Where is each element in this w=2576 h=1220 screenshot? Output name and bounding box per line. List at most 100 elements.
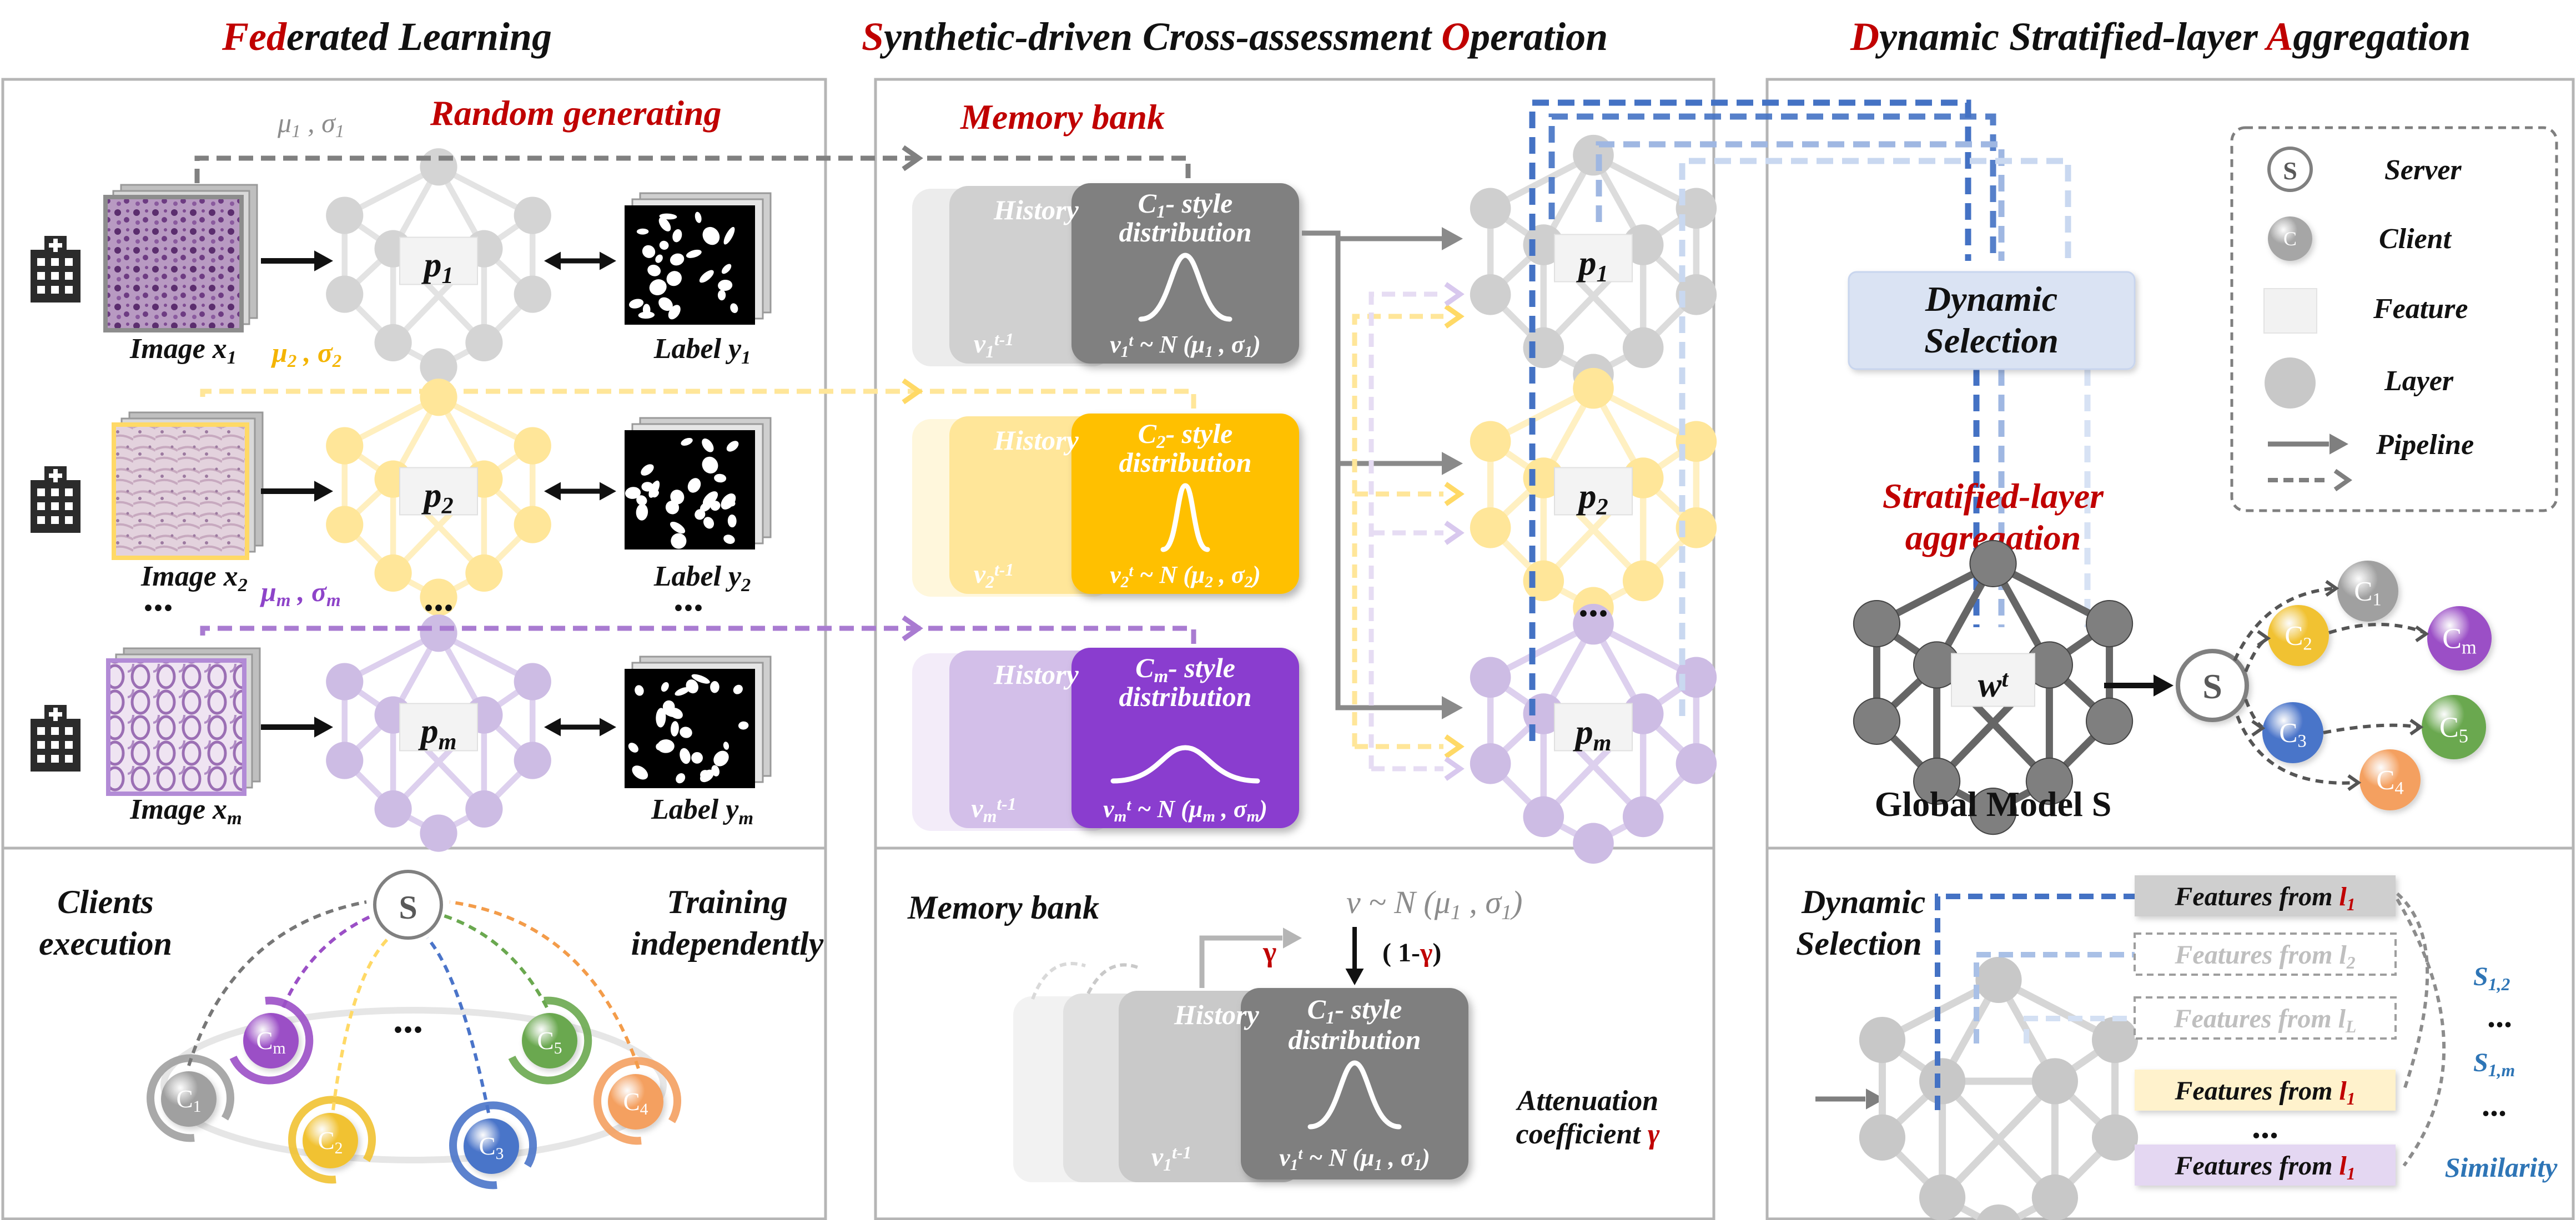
mask-blob: [670, 253, 685, 266]
arrow-head: [1442, 452, 1463, 475]
mask-blob: [699, 270, 714, 283]
training-label: Training: [667, 884, 788, 920]
layer-node: [1622, 560, 1664, 602]
memory-bank-label: Memory bank: [960, 97, 1165, 137]
layer-node: [465, 324, 503, 362]
dashed-pipeline-purple: [200, 626, 1196, 652]
client-ball: [522, 1013, 577, 1068]
mask-blob: [657, 739, 675, 753]
layer-node: [1969, 788, 2017, 835]
stats-mum-sigmam: μm , σm: [259, 576, 341, 611]
dots: ...: [143, 575, 173, 619]
mask-blob: [641, 464, 654, 476]
dots: ...: [2487, 997, 2512, 1034]
hospital-window: [65, 755, 73, 763]
layer-node: [465, 790, 503, 828]
hospital-window: [65, 727, 73, 735]
mask-blob: [710, 680, 720, 693]
layer-node: [2085, 697, 2134, 745]
hospital-window: [37, 741, 45, 749]
exec-client-cm: [229, 996, 314, 1085]
mask-blob: [672, 229, 682, 243]
client-ball-label: C2: [2285, 621, 2312, 654]
hospital-window: [51, 488, 59, 496]
client-ball: Cm: [243, 1013, 299, 1068]
distribution-equation: vmt ~ N (μm , σm): [1103, 795, 1267, 825]
hospital-window: [65, 502, 73, 510]
client-link: [2236, 715, 2357, 785]
exec-client-c1: [147, 1054, 234, 1142]
client-link: [2244, 637, 2269, 673]
client-ball-label: C3: [2279, 718, 2306, 752]
layer-node: [1470, 274, 1511, 315]
distribution-equation: v1t ~ N (μ1 , σ1): [1279, 1144, 1430, 1174]
client-ball-label: C1: [177, 1085, 202, 1116]
gaussian-curve: [1307, 1060, 1402, 1130]
mask-blob: [680, 727, 692, 738]
mask-blob: [636, 495, 647, 506]
client-c3: C3: [2262, 702, 2323, 763]
layer-node: [1523, 560, 1564, 602]
mask-blob: [723, 742, 729, 750]
client-ball: [2422, 695, 2486, 759]
client-ball-label: C5: [537, 1027, 562, 1057]
exec-client-c2: [288, 1096, 376, 1184]
arrow-head: [1444, 521, 1465, 545]
layer-node: [326, 196, 364, 234]
legend-layer-icon: [2265, 357, 2316, 409]
mask-blob: [703, 517, 715, 529]
legend-feature-icon: [2263, 288, 2317, 334]
feature-box: [1554, 234, 1633, 283]
layer-node: [2091, 1017, 2139, 1063]
mask-blob: [738, 721, 749, 730]
arrow-head: [2330, 433, 2348, 455]
layer-node: [1470, 507, 1511, 548]
mask-blob: [723, 535, 735, 544]
layer-node: [1676, 274, 1717, 315]
arrow-head: [314, 250, 333, 271]
client-ball: C4: [608, 1074, 663, 1130]
arrow-head: [2257, 629, 2271, 647]
client-c1: C1: [2337, 561, 2398, 622]
layer-node: [2031, 1174, 2078, 1220]
network-edge: [1939, 1078, 2058, 1201]
hospital-window: [51, 516, 59, 524]
client-link: [2323, 723, 2420, 734]
mask-blob: [628, 743, 638, 753]
layer-node: [1573, 603, 1614, 645]
layer-node: [1976, 1204, 2021, 1220]
history-label: History: [993, 194, 1079, 225]
attenuation-label: coefficient γ: [1516, 1118, 1660, 1150]
client-c5: C5: [2422, 695, 2486, 759]
mask-blob: [717, 290, 726, 301]
hospital-window: [51, 286, 59, 294]
hospital-window: [65, 741, 73, 749]
dashed-pipeline-blue: [1935, 894, 2137, 1110]
arrow-head: [600, 482, 616, 501]
distribution-label: distribution: [1119, 216, 1252, 248]
v-prev-label: v1t-1: [1151, 1142, 1191, 1174]
mask-blob: [702, 226, 720, 245]
client-ball: [2262, 702, 2323, 763]
solid-pipeline: [1302, 230, 1443, 710]
dots: ...: [424, 575, 454, 619]
legend-client-label: Client: [2379, 223, 2452, 255]
layer-node: [1676, 507, 1717, 548]
feature-row-label: Features from lL: [2174, 1004, 2357, 1036]
layer-node: [514, 196, 551, 234]
layer-node: [374, 324, 412, 362]
client-ball-label: C1: [2354, 576, 2381, 610]
label-p2: p2: [1576, 476, 1608, 520]
arrow-head: [1444, 757, 1465, 781]
layer-node: [1853, 600, 1901, 648]
layer-node: [1859, 1017, 1906, 1063]
layer-node: [514, 427, 551, 465]
gaussian-curve: [1110, 745, 1260, 784]
legend-pipeline-label: Pipeline: [2376, 429, 2474, 461]
caption-image-x1: Image x1: [129, 333, 237, 368]
image-xm: [106, 647, 261, 796]
layer-node: [420, 348, 457, 386]
hospital-icon: [31, 236, 80, 303]
execution-label: execution: [39, 925, 172, 962]
